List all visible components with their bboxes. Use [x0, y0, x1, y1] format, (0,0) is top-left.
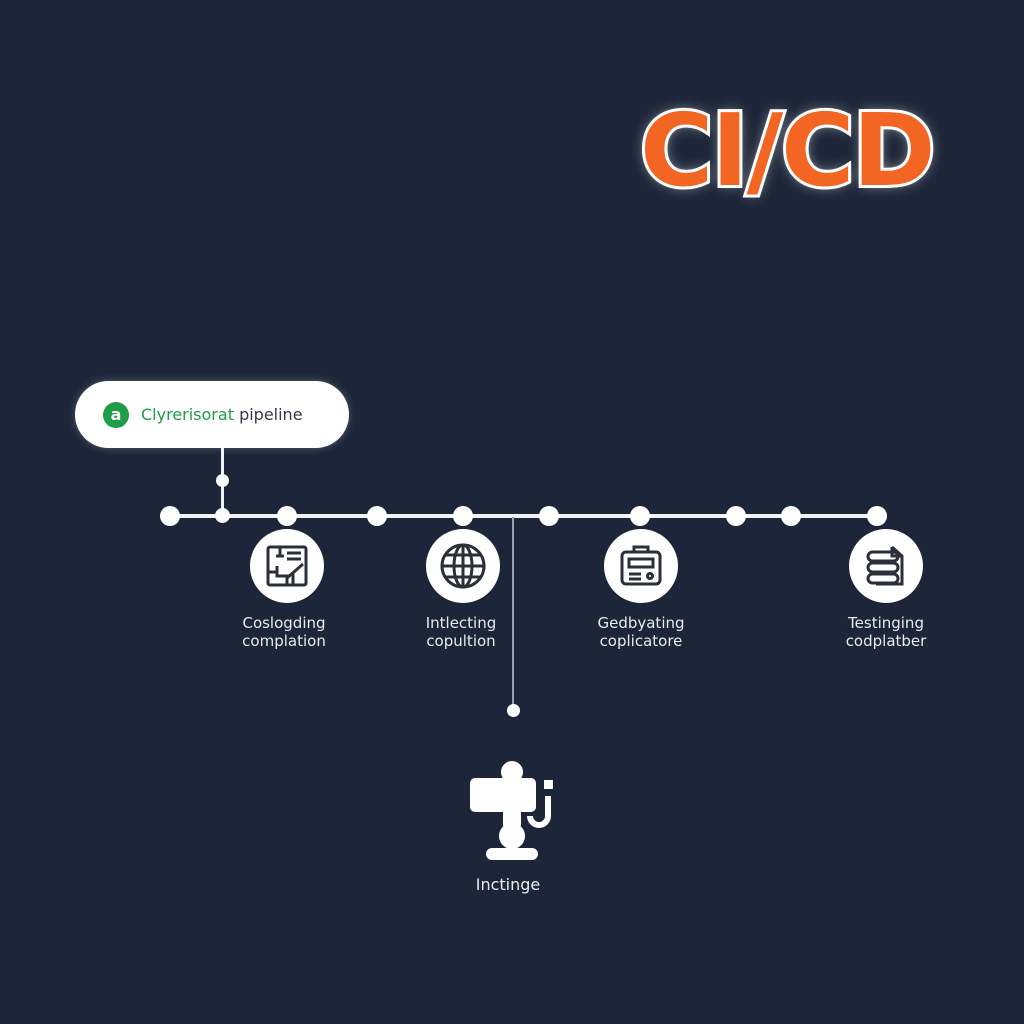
- deploy-robot-icon[interactable]: [466, 758, 558, 864]
- timeline-node[interactable]: [215, 508, 230, 523]
- deploy-label: Inctinge: [475, 875, 541, 894]
- pipeline-label: Clyrerisorat pipeline: [141, 405, 303, 424]
- timeline-node[interactable]: [781, 506, 801, 526]
- timeline-node[interactable]: [367, 506, 387, 526]
- timeline-node[interactable]: [726, 506, 746, 526]
- timeline-node[interactable]: [277, 506, 297, 526]
- pipeline-label-green: Clyrerisorat: [141, 405, 234, 424]
- timeline-node[interactable]: [539, 506, 559, 526]
- code-compile-icon: [266, 545, 308, 587]
- pill-junction-node: [216, 474, 229, 487]
- timeline-node[interactable]: [453, 506, 473, 526]
- stage-generate-button[interactable]: [604, 529, 678, 603]
- globe-icon: [440, 543, 486, 589]
- stage-test-label: Testinging codplatber: [845, 614, 927, 650]
- pipeline-pill[interactable]: a Clyrerisorat pipeline: [75, 381, 349, 448]
- main-timeline: [170, 514, 878, 518]
- branch-node[interactable]: [507, 704, 520, 717]
- timeline-node[interactable]: [160, 506, 180, 526]
- stage-integrate-button[interactable]: [426, 529, 500, 603]
- timeline-node[interactable]: [867, 506, 887, 526]
- timeline-node[interactable]: [630, 506, 650, 526]
- app-logo-icon: a: [103, 401, 129, 428]
- branch-connector: [512, 517, 514, 710]
- database-stack-icon: [866, 545, 904, 586]
- stage-code-label: Coslogding complation: [242, 614, 326, 650]
- stage-code-button[interactable]: [250, 529, 324, 603]
- package-icon: [620, 545, 662, 586]
- pipeline-label-dark: pipeline: [239, 405, 303, 424]
- stage-integrate-label: Intlecting copultion: [425, 614, 497, 650]
- stage-test-button[interactable]: [849, 529, 923, 603]
- stage-generate-label: Gedbyating coplicatore: [597, 614, 685, 650]
- cicd-title: CI/CD: [637, 92, 939, 209]
